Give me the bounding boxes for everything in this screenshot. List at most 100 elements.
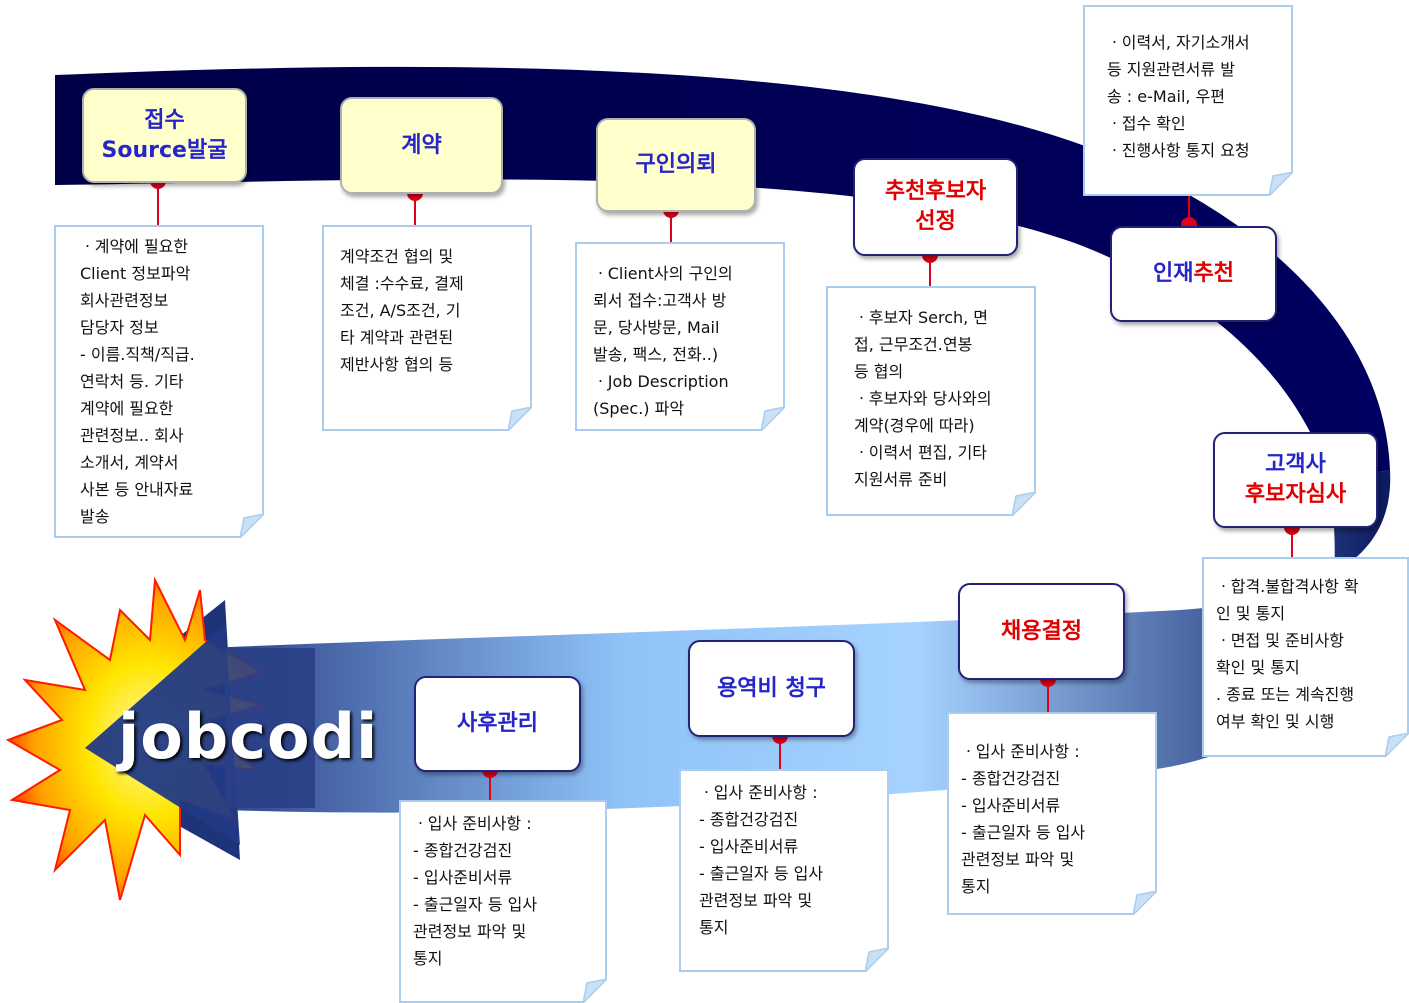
note-line: - 종합건강검진 [699, 810, 799, 829]
note-line: - 종합건강검진 [413, 841, 513, 860]
note-line: - 출근일자 등 입사 [413, 895, 538, 914]
note-line: ㆍ이력서 편집, 기타 [854, 443, 988, 462]
note-line: . 종료 또는 계속진행 [1216, 685, 1355, 704]
note-line: 관련정보 파악 및 [961, 850, 1075, 869]
note-line: - 입사준비서류 [699, 837, 799, 856]
stage-title-part: 추천 [1193, 261, 1234, 286]
note-fold-corner [1269, 172, 1293, 196]
note-line: 회사관련정보 [80, 291, 169, 310]
jobcodi-logo: jobcodi [118, 700, 379, 773]
stage-client-review: 고객사 후보자심사 [1213, 432, 1378, 528]
note-line: 담당자 정보 [80, 318, 159, 337]
note-line: 체결 :수수료, 결제 [340, 274, 464, 293]
note-line: 통지 [961, 877, 991, 896]
stage-title: Source발굴 [101, 137, 228, 163]
note-fold-corner [1133, 891, 1157, 915]
note-talent-recommendation: ㆍ이력서, 자기소개서 등 지원관련서류 발 송 : e-Mail, 우편 ㆍ접수… [1083, 5, 1293, 196]
stage-source-discovery: 접수 Source발굴 [82, 88, 247, 183]
note-fold-corner [1385, 733, 1409, 757]
stage-title: 선정 [915, 209, 956, 234]
stage-title: 고객사 [1265, 452, 1326, 477]
note-line: (Spec.) 파악 [593, 399, 685, 418]
stage-title: 구인의뢰 [635, 152, 717, 177]
stage-title: 사후관리 [457, 711, 538, 736]
note-line: 소개서, 계약서 [80, 453, 179, 472]
note-line: 계약에 필요한 [80, 399, 174, 418]
note-line: ㆍ면접 및 준비사항 [1216, 631, 1344, 650]
arrow-shaft-shade [225, 648, 315, 808]
note-line: 조건, A/S조건, 기 [340, 301, 461, 320]
note-line: 여부 확인 및 시행 [1216, 712, 1335, 731]
stage-hiring-decision: 채용결정 [958, 583, 1125, 680]
note-line: - 입사준비서류 [413, 868, 513, 887]
note-line: 제반사항 협의 등 [340, 355, 454, 374]
note-line: - 종합건강검진 [961, 769, 1061, 788]
note-fold-corner [761, 407, 785, 431]
note-fee-billing: ㆍ입사 준비사항 : - 종합건강검진 - 입사준비서류 - 출근일자 등 입사… [679, 769, 889, 972]
stage-title-part: 인재 [1153, 261, 1194, 286]
note-fold-corner [1012, 492, 1036, 516]
note-line: 확인 및 통지 [1216, 658, 1300, 677]
note-line: ㆍ후보자와 당사와의 [854, 389, 992, 408]
note-line: - 출근일자 등 입사 [961, 823, 1086, 842]
stage-title: 추천후보자 [884, 179, 987, 204]
note-line: 송 : e-Mail, 우편 [1107, 87, 1226, 106]
note-job-request: ㆍClient사의 구인의 뢰서 접수:고객사 방 문, 당사방문, Mail … [575, 242, 785, 431]
note-fold-corner [508, 407, 532, 431]
note-line: 관련정보.. 회사 [80, 426, 184, 445]
note-line: 접, 근무조건.연봉 [854, 335, 973, 354]
note-line: 사본 등 안내자료 [80, 480, 194, 499]
note-line: 지원서류 준비 [854, 470, 948, 489]
note-line: 문, 당사방문, Mail [593, 318, 720, 337]
note-line: ㆍClient사의 구인의 [593, 264, 733, 283]
note-line: 타 계약과 관련된 [340, 328, 454, 347]
note-line: 관련정보 파악 및 [699, 891, 813, 910]
stage-job-request: 구인의뢰 [596, 118, 756, 212]
note-line: ㆍ후보자 Serch, 면 [854, 308, 989, 327]
note-line: ㆍ접수 확인 [1107, 114, 1186, 133]
stage-candidate-selection: 추천후보자 선정 [853, 158, 1018, 256]
stage-title: 접수 [144, 107, 185, 133]
note-line: ㆍJob Description [593, 372, 729, 391]
note-line: 계약조건 협의 및 [340, 247, 454, 266]
note-after-care: ㆍ입사 준비사항 : - 종합건강검진 - 입사준비서류 - 출근일자 등 입사… [399, 800, 607, 1003]
stage-after-care: 사후관리 [414, 676, 581, 772]
note-line: 뢰서 접수:고객사 방 [593, 291, 727, 310]
note-line: ㆍ입사 준비사항 : [961, 742, 1080, 761]
note-line: 통지 [413, 949, 443, 968]
stage-title: 후보자심사 [1244, 482, 1347, 507]
note-line: Client 정보파악 [80, 264, 191, 283]
note-line: ㆍ진행사항 통지 요청 [1107, 141, 1250, 160]
note-line: 발송 [80, 507, 110, 526]
note-line: 통지 [699, 918, 729, 937]
stage-fee-billing: 용역비 청구 [688, 640, 855, 737]
note-line: 연락처 등. 기타 [80, 372, 184, 391]
note-hiring-decision: ㆍ입사 준비사항 : - 종합건강검진 - 입사준비서류 - 출근일자 등 입사… [947, 712, 1157, 915]
note-fold-corner [240, 514, 264, 538]
note-line: - 입사준비서류 [961, 796, 1061, 815]
note-line: - 이름.직책/직급. [80, 345, 195, 364]
burst-inner-arrow [85, 625, 240, 845]
note-fold-corner [583, 979, 607, 1003]
note-line: - 출근일자 등 입사 [699, 864, 824, 883]
note-line: 발송, 팩스, 전화..) [593, 345, 719, 364]
note-line: ㆍ이력서, 자기소개서 [1107, 33, 1250, 52]
note-line: ㆍ계약에 필요한 [80, 237, 189, 256]
note-line: 등 협의 [854, 362, 904, 381]
note-line: 인 및 통지 [1216, 604, 1286, 623]
note-fold-corner [865, 948, 889, 972]
stage-contract: 계약 [340, 97, 503, 194]
note-line: 관련정보 파악 및 [413, 922, 527, 941]
stage-title: 용역비 청구 [717, 675, 826, 701]
note-line: 계약(경우에 따라) [854, 416, 975, 435]
stage-title: 채용결정 [1001, 618, 1082, 644]
note-line: 등 지원관련서류 발 [1107, 60, 1235, 79]
note-source-discovery: ㆍ계약에 필요한 Client 정보파악 회사관련정보 담당자 정보 - 이름.… [54, 225, 264, 538]
note-line: ㆍ입사 준비사항 : [413, 814, 532, 833]
stage-title: 계약 [401, 132, 442, 158]
note-line: ㆍ입사 준비사항 : [699, 783, 818, 802]
